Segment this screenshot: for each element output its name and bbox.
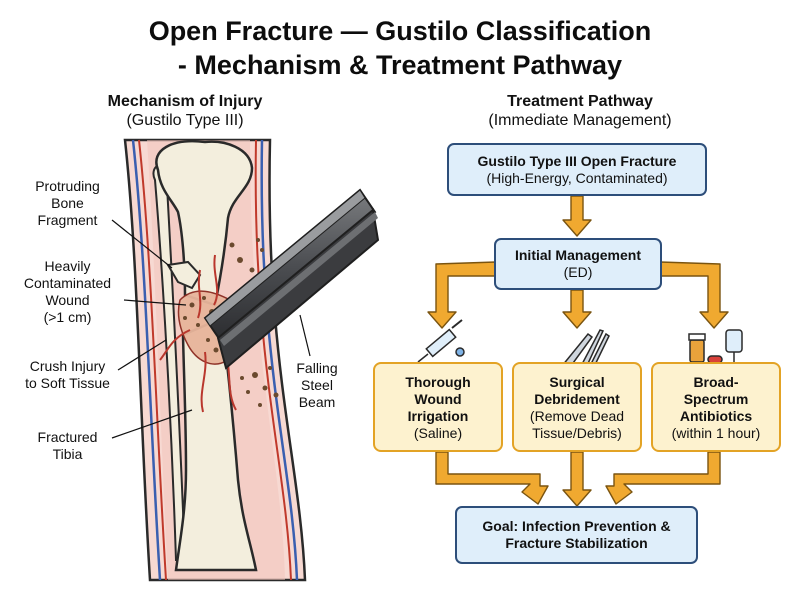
tibia-lower <box>174 316 258 572</box>
vein-right <box>260 139 299 581</box>
label-fractured-tibia: Fractured Tibia <box>37 429 98 462</box>
leader-beam <box>299 314 311 357</box>
page-subtitle: - Mechanism & Treatment Pathway <box>177 50 623 80</box>
flow-arrows <box>427 195 729 507</box>
page-title: Open Fracture — Gustilo Classification <box>148 16 652 46</box>
left-panel-heading: Mechanism of Injury (Gustilo Type III) <box>60 92 310 130</box>
step-antibiotics: Broad- Spectrum Antibiotics (within 1 ho… <box>651 362 781 452</box>
label-steel-beam: Falling Steel Beam <box>296 360 338 410</box>
leader-tibia <box>111 409 193 439</box>
steel-beam <box>203 188 380 370</box>
left-heading-text: Mechanism of Injury <box>107 93 263 110</box>
leader-bone-fragment <box>111 219 173 269</box>
protruding-bone-fragment <box>166 260 202 290</box>
label-wound: Heavily Contaminated Wound (>1 cm) <box>23 258 112 325</box>
tibia-upper <box>155 139 254 307</box>
label-crush-injury: Crush Injury to Soft Tissue <box>25 358 110 391</box>
artery-right <box>254 139 292 581</box>
right-heading-text: Treatment Pathway <box>507 93 653 110</box>
label-bone-fragment: Protruding Bone Fragment <box>35 178 100 228</box>
blood-streaks <box>159 254 267 413</box>
medication-icon <box>688 329 743 364</box>
leader-wound <box>123 299 187 306</box>
box-goal: Goal: Infection Prevention & Fracture St… <box>455 506 698 564</box>
step-surgical-debridement: Surgical Debridement (Remove Dead Tissue… <box>512 362 642 452</box>
right-subheading-text: (Immediate Management) <box>488 112 672 129</box>
vein-left <box>131 139 162 581</box>
artery-left <box>138 139 167 581</box>
box-gustilo-type-iii: Gustilo Type III Open Fracture (High-Ene… <box>447 143 707 196</box>
syringe-icon <box>417 319 465 363</box>
box-initial-management: Initial Management (ED) <box>494 238 662 290</box>
step-wound-irrigation: Thorough Wound Irrigation (Saline) <box>373 362 503 452</box>
leader-crush <box>117 339 167 371</box>
left-subheading-text: (Gustilo Type III) <box>126 112 244 129</box>
right-panel-heading: Treatment Pathway (Immediate Management) <box>450 92 710 130</box>
